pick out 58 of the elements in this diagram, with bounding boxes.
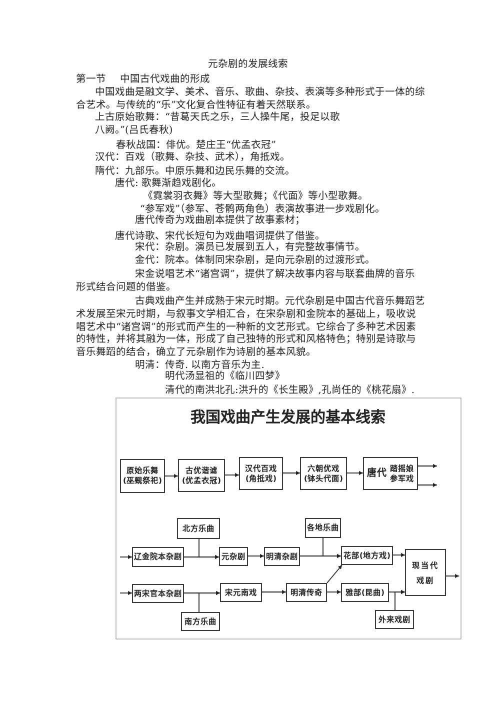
process-box [286, 583, 327, 602]
process-box [120, 459, 165, 493]
arrow [418, 483, 438, 487]
text-line: 唐代: 歌舞渐趋戏剧化。 [115, 178, 222, 190]
arrow [282, 471, 300, 475]
arrow [446, 574, 460, 578]
paragraph: 古典戏曲产生并成熟于宋元时期。元代杂剧是中国古代音乐舞蹈艺术发展至宋元时期，与叙事文学相汇合，在宋杂剧和金院本的基础上，吸收说唱艺术中“诸宫调”的形式而产生的一种新的文艺形式。它综合了多种艺术因素的特性，并将其融为一体，形成了自己独特的形式和风格特色；特别是诗歌与音乐舞蹈的结合，确立了元杂剧作为诗剧的基本风貌。 [76, 296, 425, 360]
page-title: 元杂剧的发展线索 [207, 59, 289, 72]
process-box [132, 547, 184, 567]
text-line: 宋代：杂剧。演员已发展到五人，有完整故事情节。 [135, 242, 365, 254]
arrow [248, 554, 264, 558]
box-label: 唐代 [367, 468, 387, 478]
text-line: 《霓裳羽衣舞》等大型歌舞；《代面》等小型歌舞。 [143, 191, 368, 204]
arrow [198, 538, 220, 559]
text-line: 清代的南洪北孔:洪升的《长生殿》,孔尚任的《桃花扇》. [165, 385, 415, 398]
arrow [394, 590, 406, 610]
process-box [341, 583, 389, 602]
process-box [305, 518, 341, 538]
process-box [264, 547, 300, 566]
paragraph: 中国戏曲是融文学、美术、音乐、歌曲、杂技、表演等多种形式于一体的综合艺术。与传统的“乐”文化复合性特征有着天然联系。 [76, 87, 426, 112]
section-heading: 中国古代戏曲的形成 [120, 74, 210, 86]
arrow [224, 473, 240, 477]
process-box [375, 610, 414, 629]
text-line: 金代：院本。体制同宋杂剧，是向元杂剧的过渡形式。 [135, 255, 375, 268]
text-line: 汉代：百戏（歌舞、杂技、武术），角抵戏。 [95, 152, 290, 165]
text-line: 明代汤显祖的《临川四梦》 [165, 371, 285, 384]
arrow [164, 474, 178, 478]
arrow [326, 564, 342, 584]
process-box [132, 584, 184, 603]
diagram-heading: 我国戏曲产生发展的基本线索 [190, 408, 386, 426]
process-box [219, 547, 248, 566]
arrow [392, 553, 406, 557]
paragraph: 上古原始歌舞：“昔葛天氏之乐，三人操牛尾，投足以歌八阙。”(吕氏春秋) [95, 112, 342, 138]
text-line: 春秋战国：俳优。楚庄王“优孟衣冠” [116, 140, 276, 152]
process-box [405, 549, 446, 596]
text-line: 唐代诗歌、宋代长短句为戏曲唱词提供了借鉴。 [115, 231, 325, 242]
text-line: 明清：传奇. 以南方音乐为主. [135, 360, 264, 371]
process-box [178, 459, 225, 492]
paragraph: 宋金说唱艺术“诸宫调”，提供了解决故事内容与联套曲牌的音乐形式结合问题的借鉴。 [76, 269, 416, 295]
process-box [239, 457, 283, 490]
section-number: 第一节 [76, 74, 106, 86]
arrow [418, 464, 438, 468]
arrow [346, 471, 364, 475]
text-line: 隋代：九部乐。中原乐舞和边民乐舞的交流。 [95, 166, 295, 178]
arrow [120, 591, 132, 595]
arrow [322, 538, 342, 558]
process-box [220, 583, 262, 602]
process-box [341, 546, 393, 565]
arrow [326, 590, 342, 594]
process-box [363, 457, 418, 490]
process-box [181, 612, 220, 631]
arrow [198, 591, 220, 612]
text-line: 唐代传奇为戏曲剧本提供了故事素材； [135, 215, 305, 228]
process-box [177, 518, 220, 539]
arrow [262, 590, 286, 594]
process-box [300, 457, 347, 490]
text-line: “参军戏”（参军、苍鹘两角色）表演故事进一步戏剧化。 [140, 204, 386, 215]
arrow [120, 555, 132, 559]
